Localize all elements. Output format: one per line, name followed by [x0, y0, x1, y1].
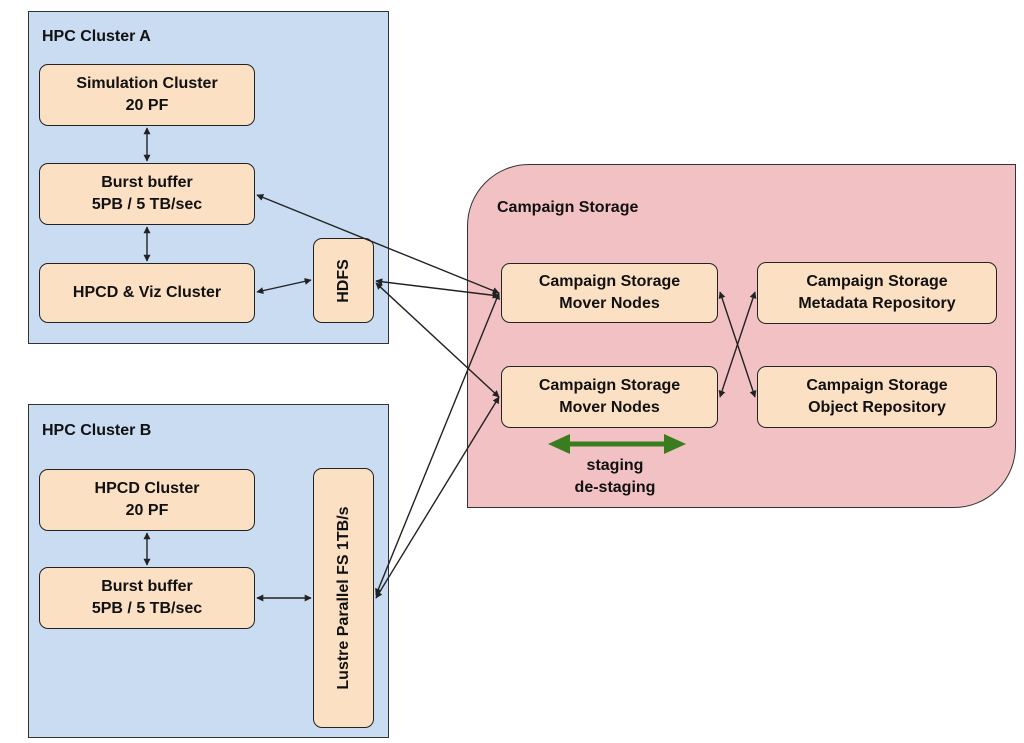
simulation-cluster-node: Simulation Cluster 20 PF — [39, 64, 255, 126]
viz-hdfs-edge — [256, 277, 312, 295]
mover-nodes-2: Campaign Storage Mover Nodes — [501, 366, 718, 428]
hpcd-viz-cluster-name: HPCD & Viz Cluster — [72, 284, 222, 301]
mover-nodes-1-line1: Campaign Storage — [538, 273, 681, 290]
lustre-parallel-fs-node: Lustre Parallel FS 1TB/s — [313, 468, 374, 728]
metadata-repository-line2: Metadata Repository — [798, 295, 956, 312]
mover-nodes-1-line2: Mover Nodes — [559, 295, 660, 312]
staging-arrow-head-left — [548, 434, 570, 454]
campaign-storage-title: Campaign Storage — [497, 199, 639, 216]
lustre-mover2-edge — [375, 396, 500, 599]
mover-nodes-1: Campaign Storage Mover Nodes — [501, 263, 718, 323]
hpcd-cluster-node: HPCD Cluster 20 PF — [39, 469, 255, 531]
staging-label: staging — [586, 457, 644, 474]
burst-a-mover1-edge — [256, 194, 500, 294]
object-repository-line2: Object Repository — [808, 399, 946, 416]
destaging-label: de-staging — [574, 479, 656, 496]
simulation-cluster-name: Simulation Cluster — [76, 75, 218, 92]
burst-buffer-b-name: Burst buffer — [101, 578, 193, 595]
lustre-mover1-edge — [375, 292, 500, 596]
object-repository-line1: Campaign Storage — [806, 377, 948, 394]
mover-nodes-2-line1: Campaign Storage — [538, 377, 681, 394]
hpc-cluster-a-title: HPC Cluster A — [42, 28, 151, 45]
object-repository-node: Campaign Storage Object Repository — [757, 366, 997, 428]
hpcd-viz-cluster-node: HPCD & Viz Cluster — [39, 263, 255, 323]
hdfs-mover1-edge — [375, 278, 500, 299]
metadata-repository-node: Campaign Storage Metadata Repository — [757, 262, 997, 324]
burst-buffer-b-spec: 5PB / 5 TB/sec — [91, 600, 203, 617]
metadata-repository-line1: Campaign Storage — [806, 273, 948, 290]
hpcd-cluster-capacity: 20 PF — [125, 502, 169, 519]
mover2-metadata-edge — [718, 291, 757, 398]
hpc-cluster-b-title: HPC Cluster B — [42, 422, 152, 439]
staging-arrow-head-right — [664, 434, 686, 454]
burst-buffer-a-node: Burst buffer 5PB / 5 TB/sec — [39, 163, 255, 225]
simulation-cluster-capacity: 20 PF — [125, 97, 169, 114]
burst-buffer-a-name: Burst buffer — [101, 174, 193, 191]
hpcd-cluster-name: HPCD Cluster — [94, 480, 200, 497]
staging-caption: staging de-staging — [540, 455, 690, 499]
burst-buffer-b-node: Burst buffer 5PB / 5 TB/sec — [39, 567, 255, 629]
burst-buffer-a-spec: 5PB / 5 TB/sec — [91, 196, 203, 213]
mover-nodes-2-line2: Mover Nodes — [559, 399, 660, 416]
